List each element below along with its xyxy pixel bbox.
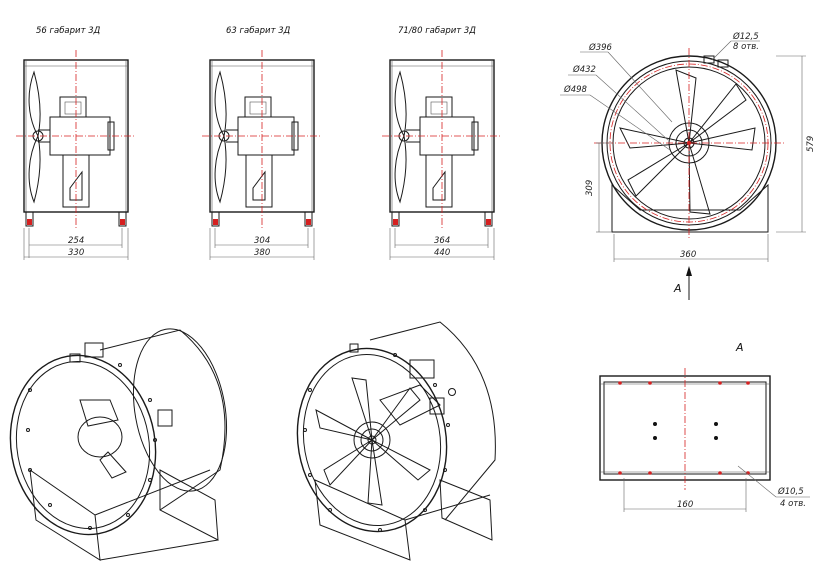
dim-d432: Ø432	[572, 64, 596, 75]
caption-63: 63 габарит 3Д	[226, 26, 291, 36]
dim-height-total: 579	[806, 136, 816, 152]
view-a-title: A	[735, 341, 744, 354]
side-view: Ø396 Ø432 Ø498 Ø12,5 8 отв. 579 309 360 …	[560, 31, 816, 300]
dim-inner-56: 254	[68, 236, 84, 246]
dim-d396: Ø396	[588, 42, 613, 53]
dim-view-a-width: 160	[677, 500, 693, 510]
view-arrow-label: A	[673, 282, 682, 295]
isometric-view-right	[296, 321, 496, 561]
dim-height-axis: 309	[585, 180, 595, 196]
dim-view-a-hole-diameter: Ø10,5	[777, 486, 804, 497]
dim-inner-71-80: 364	[434, 236, 450, 246]
isometric-view-left	[9, 328, 228, 561]
view-a: A 160 Ø10,5 4 отв.	[599, 341, 810, 512]
dim-view-a-hole-count: 4 отв.	[780, 499, 806, 509]
dim-inner-63: 304	[254, 236, 270, 246]
dim-hole-count: 8 отв.	[733, 42, 759, 52]
dim-hole-diameter: Ø12,5	[732, 31, 759, 42]
dim-outer-71-80: 440	[434, 248, 450, 258]
dim-outer-63: 380	[254, 248, 270, 258]
dim-width-base: 360	[680, 250, 696, 260]
caption-71-80: 71/80 габарит 3Д	[398, 26, 476, 36]
dim-d498: Ø498	[563, 84, 588, 95]
caption-56: 56 габарит 3Д	[36, 26, 101, 36]
front-view-63: 63 габарит 3Д 304 380	[202, 26, 322, 260]
front-view-56: 56 габарит 3Д 254 330	[16, 26, 136, 260]
dim-outer-56: 330	[68, 248, 84, 258]
front-view-71-80: 71/80 габарит 3Д 364 440	[382, 26, 502, 260]
